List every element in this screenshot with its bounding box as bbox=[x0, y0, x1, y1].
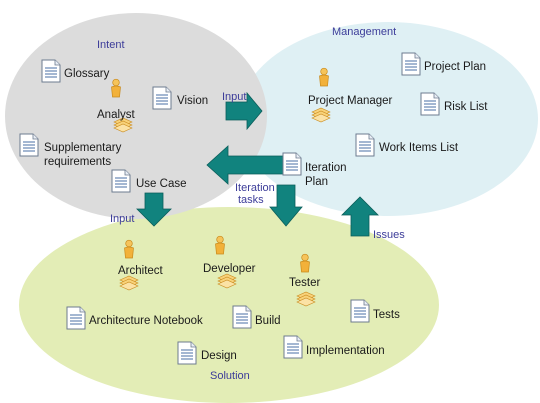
arrow-iteration-tasks-to-solution bbox=[269, 184, 303, 227]
artifact-supplementary-requirements-line2[interactable]: requirements bbox=[44, 156, 111, 168]
role-architect[interactable]: Architect bbox=[118, 265, 164, 277]
role-developer[interactable]: Developer bbox=[203, 263, 256, 275]
artifact-use-case[interactable]: Use Case bbox=[136, 178, 187, 190]
analyst-person-icon bbox=[111, 78, 121, 98]
artifact-tests[interactable]: Tests bbox=[373, 309, 400, 321]
architect-person-icon bbox=[124, 239, 134, 259]
artifact-implementation[interactable]: Implementation bbox=[306, 345, 385, 357]
artifact-iteration-plan-line1[interactable]: Iteration bbox=[305, 162, 347, 174]
developer-person-icon bbox=[215, 235, 225, 255]
flow-label-input-top: Input bbox=[222, 91, 246, 103]
architecture-notebook-document-icon bbox=[66, 306, 86, 330]
artifact-risk-list[interactable]: Risk List bbox=[444, 101, 488, 113]
glossary-document-icon bbox=[41, 59, 61, 83]
artifact-glossary[interactable]: Glossary bbox=[64, 68, 110, 80]
project-plan-document-icon bbox=[401, 52, 421, 76]
flow-label-issues: Issues bbox=[373, 229, 405, 241]
tester-person-icon bbox=[300, 253, 310, 273]
region-management bbox=[238, 22, 538, 216]
flow-label-input-left: Input bbox=[110, 213, 134, 225]
artifact-work-items-list[interactable]: Work Items List bbox=[379, 142, 459, 154]
artifact-design[interactable]: Design bbox=[201, 350, 237, 362]
flow-label-iteration-tasks-line1: Iteration bbox=[235, 182, 275, 194]
arrow-input-intent-to-management bbox=[225, 91, 263, 131]
project-manager-person-icon bbox=[319, 67, 329, 87]
artifact-supplementary-requirements-line1[interactable]: Supplementary bbox=[44, 142, 122, 154]
artifact-build[interactable]: Build bbox=[255, 315, 281, 327]
iteration-plan-document-icon bbox=[282, 152, 302, 176]
risk-list-document-icon bbox=[420, 92, 440, 116]
arrow-issues-solution-to-management bbox=[341, 196, 379, 237]
implementation-document-icon bbox=[283, 335, 303, 359]
work-items-list-document-icon bbox=[355, 133, 375, 157]
role-analyst[interactable]: Analyst bbox=[97, 109, 136, 121]
artifact-vision[interactable]: Vision bbox=[177, 95, 208, 107]
region-label-solution: Solution bbox=[210, 370, 250, 382]
flow-label-iteration-tasks-line2: tasks bbox=[238, 194, 264, 206]
design-document-icon bbox=[177, 341, 197, 365]
use-case-document-icon bbox=[111, 169, 131, 193]
role-project-manager[interactable]: Project Manager bbox=[308, 95, 393, 107]
supplementary-requirements-document-icon bbox=[19, 133, 39, 157]
artifact-project-plan[interactable]: Project Plan bbox=[424, 61, 486, 73]
tests-document-icon bbox=[350, 299, 370, 323]
artifact-iteration-plan-line2[interactable]: Plan bbox=[305, 176, 328, 188]
region-intent bbox=[5, 13, 267, 219]
vision-document-icon bbox=[152, 86, 172, 110]
role-tester[interactable]: Tester bbox=[289, 277, 320, 289]
region-label-intent: Intent bbox=[97, 39, 125, 51]
arrow-iteration-plan-to-intent bbox=[206, 145, 288, 185]
arrow-input-intent-to-solution bbox=[136, 192, 172, 227]
region-solution bbox=[19, 207, 439, 403]
artifact-architecture-notebook[interactable]: Architecture Notebook bbox=[89, 315, 203, 327]
build-document-icon bbox=[232, 305, 252, 329]
region-label-management: Management bbox=[332, 26, 396, 38]
